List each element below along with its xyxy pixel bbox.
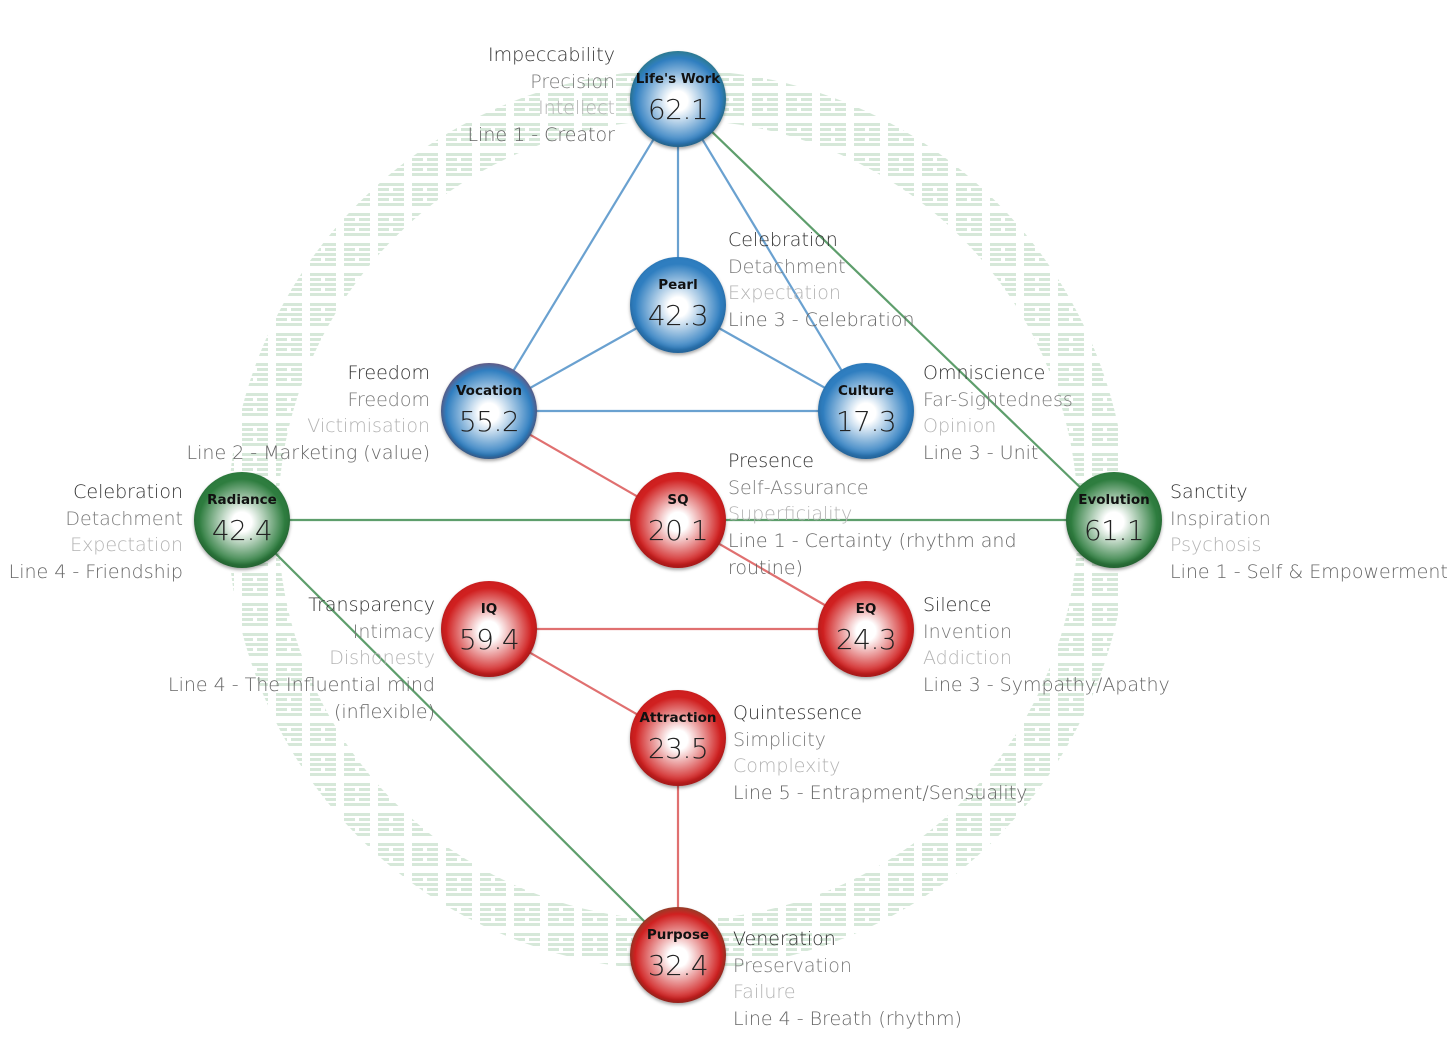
shadow-text: Expectation [70, 534, 183, 557]
gift-text: Sanctity [1170, 481, 1248, 503]
line-text: Line 3 - Sympathy/Apathy [923, 674, 1170, 697]
gift-text: Silence [923, 594, 992, 616]
gift-text: Celebration [728, 229, 838, 251]
sphere-name: Life's Work [635, 71, 721, 87]
sphere-value: 32.4 [647, 949, 709, 982]
sphere-value: 42.4 [211, 514, 273, 547]
sphere-name: Purpose [646, 927, 710, 943]
line-text: Line 1 - Self & Empowerment [1170, 561, 1448, 584]
gift-text: Transparency [308, 594, 435, 616]
line-text: Line 3 - Unit [923, 442, 1039, 465]
siddhi-shadow-text: Self-Assurance [728, 476, 869, 499]
gift-text: Omniscience [923, 362, 1046, 384]
siddhi-shadow-text: Freedom [347, 388, 430, 411]
gift-text: Quintessence [733, 702, 863, 724]
line-text: Line 3 - Celebration [728, 309, 915, 332]
connection-radiance-purpose [241, 519, 679, 956]
line-text: Line 4 - Friendship [8, 561, 183, 584]
sphere-value: 55.2 [458, 405, 520, 438]
connection-lifes-work-vocation [488, 98, 679, 412]
shadow-text: Superficiality [728, 503, 853, 526]
shadow-text: Victimisation [307, 415, 430, 438]
sphere-name: SQ [667, 492, 689, 508]
sphere-eq[interactable]: EQ 24.3 [818, 581, 914, 677]
sphere-name: Culture [837, 383, 895, 399]
shadow-text: Failure [733, 981, 796, 1004]
siddhi-shadow-text: Far-Sightedness [923, 388, 1073, 411]
gift-text: Freedom [347, 362, 430, 384]
sphere-value: 17.3 [835, 405, 897, 438]
gift-text: Impeccability [488, 44, 615, 66]
line-text: Line 1 - Creator [467, 124, 615, 147]
line-text: Line 5 - Entrapment/Sensuality [733, 782, 1028, 805]
sphere-culture[interactable]: Culture 17.3 [818, 363, 914, 459]
sphere-purpose[interactable]: Purpose 32.4 [630, 907, 726, 1003]
shadow-text: Opinion [923, 415, 997, 438]
sphere-name: Radiance [207, 492, 277, 508]
siddhi-shadow-text: Detachment [65, 507, 183, 530]
sphere-name: Vocation [455, 383, 523, 399]
sphere-iq[interactable]: IQ 59.4 [441, 581, 537, 677]
siddhi-shadow-text: Preservation [733, 954, 852, 977]
sphere-value: 23.5 [647, 732, 709, 765]
shadow-text: Dishonesty [329, 647, 435, 670]
sphere-evolution[interactable]: Evolution 61.1 [1066, 472, 1162, 568]
sphere-value: 42.3 [647, 299, 709, 332]
line-text: Line 1 - Certainty (rhythm and [728, 530, 1017, 553]
sphere-value: 20.1 [647, 514, 709, 547]
sphere-vocation[interactable]: Vocation 55.2 [441, 363, 537, 459]
sphere-sq[interactable]: SQ 20.1 [630, 472, 726, 568]
sphere-name: Pearl [658, 277, 698, 293]
line-text-continued: routine) [728, 556, 803, 579]
siddhi-shadow-text: Simplicity [733, 728, 826, 751]
sphere-name: Evolution [1078, 492, 1150, 508]
sphere-pearl[interactable]: Pearl 42.3 [630, 257, 726, 353]
gift-text: Celebration [73, 481, 183, 503]
gift-text: Presence [728, 450, 814, 472]
shadow-text: Intellect [538, 97, 615, 120]
sphere-value: 62.1 [647, 93, 709, 126]
shadow-text: Addiction [923, 647, 1012, 670]
sphere-radiance[interactable]: Radiance 42.4 [194, 472, 290, 568]
siddhi-shadow-text: Detachment [728, 255, 846, 278]
gift-text: Veneration [733, 928, 836, 950]
sphere-name: Attraction [639, 710, 717, 726]
connection-lifes-work-evolution [677, 98, 1115, 521]
sphere-value: 24.3 [835, 623, 897, 656]
line-text: Line 4 - Breath (rhythm) [733, 1008, 962, 1031]
shadow-text: Expectation [728, 282, 841, 305]
siddhi-shadow-text: Inspiration [1170, 507, 1271, 530]
shadow-text: Psychosis [1170, 534, 1262, 557]
sphere-lifes-work[interactable]: Life's Work 62.1 [630, 51, 726, 147]
shadow-text: Complexity [733, 755, 841, 778]
sphere-name: IQ [480, 601, 498, 617]
sphere-value: 59.4 [458, 623, 520, 656]
sphere-attraction[interactable]: Attraction 23.5 [630, 690, 726, 786]
sphere-name: EQ [855, 601, 877, 617]
line-text-continued: (inflexible) [333, 700, 435, 723]
line-text: Line 2 - Marketing (value) [186, 442, 430, 465]
connection-lifes-work-culture [677, 98, 867, 412]
line-text: Line 4 - The Influential mind [167, 674, 435, 697]
siddhi-shadow-text: Invention [923, 620, 1013, 643]
siddhi-shadow-text: Precision [530, 70, 615, 93]
sphere-value: 61.1 [1083, 514, 1145, 547]
siddhi-shadow-text: Intimacy [352, 620, 435, 643]
